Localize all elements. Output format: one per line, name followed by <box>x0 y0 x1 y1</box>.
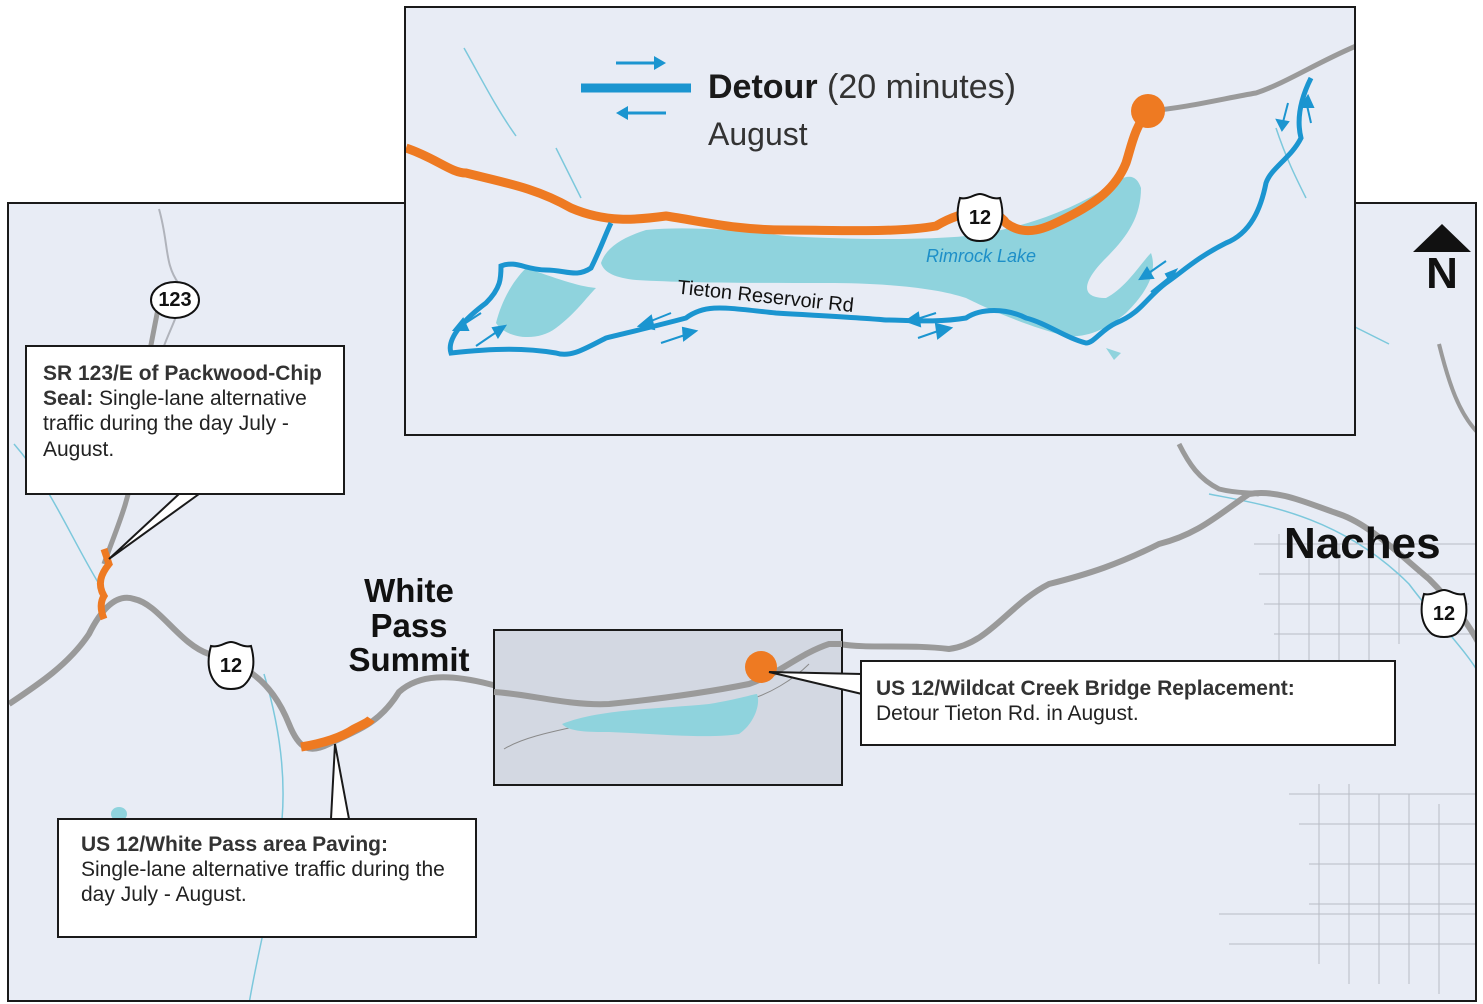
rimrock-lake <box>601 176 1154 337</box>
white-pass-callout-body: Single-lane alternative traffic during t… <box>81 858 445 907</box>
wildcat-bridge-callout[interactable]: US 12/Wildcat Creek Bridge Replacement: … <box>860 660 1396 746</box>
north-arrow-icon: N <box>1409 224 1475 304</box>
detour-arrows <box>451 93 1315 347</box>
north-label: N <box>1426 249 1458 298</box>
us12-east-shield-label: 12 <box>1432 602 1456 625</box>
inset-bridge-marker <box>1131 94 1165 128</box>
legend-detour-word: Detour <box>708 68 818 106</box>
legend-month: August <box>708 116 808 152</box>
white-pass-paving-callout[interactable]: US 12/White Pass area Paving: Single-lan… <box>57 818 477 938</box>
us12-inset-shield-icon: 12 <box>954 192 1006 244</box>
sr123-shield-label: 123 <box>158 288 192 311</box>
local-roads <box>1219 534 1475 994</box>
focus-lake <box>562 694 759 737</box>
us12-inset-shield-label: 12 <box>968 206 992 229</box>
sr123-work-zone <box>96 547 113 621</box>
inset-closed-us12 <box>406 108 1152 236</box>
white-pass-work-zone <box>300 716 375 752</box>
legend-duration: (20 minutes) <box>827 68 1016 106</box>
map-base <box>9 208 1475 1000</box>
legend-title: Detour (20 minutes) <box>708 68 1016 107</box>
legend-detour-icon <box>581 56 691 120</box>
sr123-chip-seal-callout[interactable]: SR 123/E of Packwood-Chip Seal: Single-l… <box>25 345 345 495</box>
inset-base: Tieton Reservoir Rd <box>406 44 1354 360</box>
white-pass-summit-label: White Pass Summit <box>348 572 470 679</box>
white-pass-callout-title: US 12/White Pass area Paving: <box>81 833 388 856</box>
sr123-shield-icon: 123 <box>149 274 201 326</box>
wildcat-callout-title: US 12/Wildcat Creek Bridge Replacement: <box>876 677 1295 700</box>
inset-us12-east <box>1147 44 1354 114</box>
naches-label: Naches <box>1284 519 1441 568</box>
us12-west-shield-icon: 12 <box>205 640 257 692</box>
sr123-callout-body: Single-lane alternative traffic during t… <box>43 387 307 461</box>
inset-detour-route <box>447 76 1314 357</box>
sr123-callout-title: SR 123/E of Packwood-Chip Seal: <box>43 362 322 411</box>
wildcat-callout-body: Detour Tieton Rd. in August. <box>876 702 1139 726</box>
detour-inset-map[interactable]: Tieton Reservoir Rd Detour (20 minutes) … <box>404 6 1356 436</box>
us12-west-shield-label: 12 <box>219 654 243 677</box>
us12-east-shield-icon: 12 <box>1418 588 1470 640</box>
wildcat-bridge-marker <box>745 651 777 683</box>
rimrock-lake-label: Rimrock Lake <box>926 246 1037 266</box>
